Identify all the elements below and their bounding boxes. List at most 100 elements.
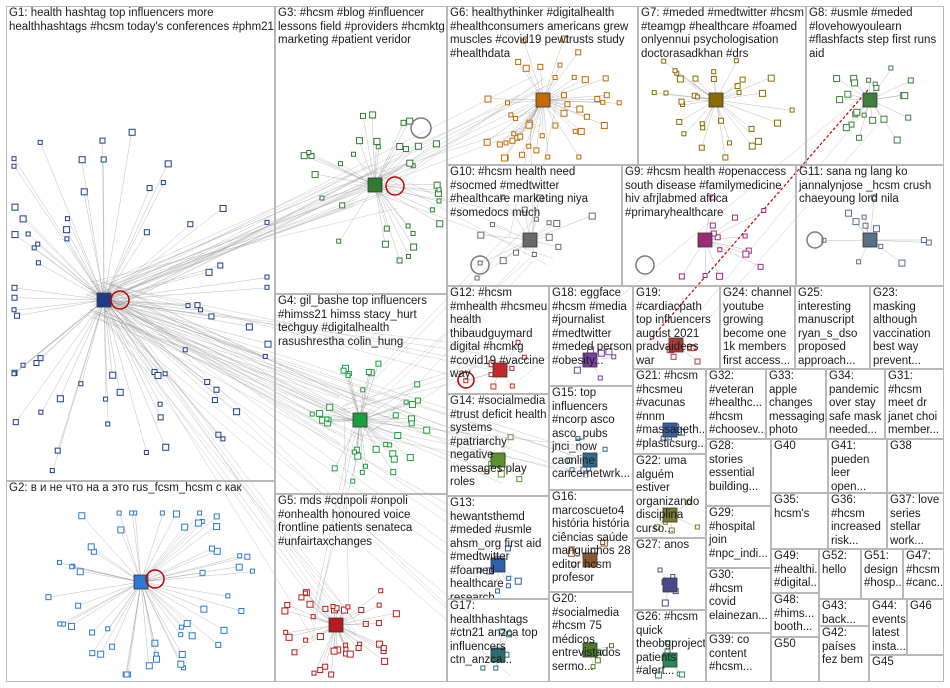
group-label-g44: G44: events latest insta...: [872, 600, 906, 653]
group-panel-g14[interactable]: G14: #socialmedia #trust deficit health …: [447, 394, 549, 496]
group-panel-g17[interactable]: G17: healthhashtags #ctn21 anzca top inf…: [447, 599, 549, 682]
group-panel-g18[interactable]: G18: eggface #hcsm #media #journalist #m…: [549, 286, 633, 386]
group-panel-g48[interactable]: G48: #hims... booth...: [771, 593, 819, 637]
group-label-g50: G50: [774, 638, 796, 650]
group-panel-g16[interactable]: G16: marcoscueto4 história história ciên…: [549, 490, 633, 592]
group-label-g16: G16: marcoscueto4 história história ciên…: [552, 491, 631, 584]
group-label-g36: G36: #hcsm increased risk...: [831, 494, 881, 547]
group-panel-g10[interactable]: G10: #hcsm health need #socmed #medtwitt…: [447, 165, 622, 286]
group-panel-g45[interactable]: G45: [869, 655, 944, 682]
group-label-g20: G20: #socialmedia #hcsm 75 médicos entre…: [552, 593, 621, 673]
group-label-g38: G38: [890, 440, 912, 452]
group-label-g4: G4: gil_bashe top influencers #himss21 h…: [278, 295, 427, 348]
group-label-g29: G29: #hospital join #npc_indi...: [709, 507, 768, 560]
group-label-g5: G5: mds #cdnpoli #onpoli #onhealth honou…: [278, 495, 413, 548]
group-panel-g2[interactable]: G2: в и не что на а это rus_fcsm_hcsm с …: [6, 481, 275, 682]
group-label-g23: G23: masking although vaccination best w…: [873, 287, 931, 367]
group-label-g12: G12: #hcsm #mhealth #hcsmeu health thiba…: [450, 287, 548, 380]
group-panel-g47[interactable]: G47: #hcsm #canc...: [903, 549, 944, 599]
group-label-g37: G37: love series stellar work...: [890, 494, 940, 547]
group-label-g48: G48: #hims... booth...: [774, 594, 815, 633]
group-label-g52: G52: hello: [822, 550, 847, 576]
group-label-g27: G27: anos: [636, 539, 690, 551]
group-label-g47: G47: #hcsm #canc...: [906, 550, 944, 589]
group-panel-g1[interactable]: G1: health hashtag top influencers more …: [6, 6, 275, 481]
group-label-g21: G21: #hcsm #hcsmeu #vacunas #nnm #massag…: [636, 370, 706, 450]
group-panel-g26[interactable]: G26: #hcsm quick theobgproject patients …: [633, 610, 706, 682]
group-label-g10: G10: #hcsm health need #socmed #medtwitt…: [450, 166, 589, 219]
group-panel-g35[interactable]: G35: hcsm's: [771, 493, 828, 549]
group-label-g11: G11: sana ng lang ko jannalynjose _hcsm …: [799, 166, 932, 205]
group-label-g18: G18: eggface #hcsm #media #journalist #m…: [552, 287, 632, 367]
group-panel-g29[interactable]: G29: #hospital join #npc_indi...: [706, 506, 771, 568]
group-panel-g39[interactable]: G39: co content #hcsm...: [706, 633, 771, 682]
group-label-g40: G40: [774, 440, 796, 452]
group-panel-g28[interactable]: G28: stories essential building...: [706, 439, 771, 506]
group-panel-g21[interactable]: G21: #hcsm #hcsmeu #vacunas #nnm #massag…: [633, 369, 706, 454]
group-label-g17: G17: healthhashtags #ctn21 anzca top inf…: [450, 600, 538, 666]
group-panel-g42[interactable]: G42: países fez bem: [819, 626, 869, 682]
group-label-g15: G15: top influencers #ncorp asco asco_pu…: [552, 387, 630, 480]
group-panel-g52[interactable]: G52: hello: [819, 549, 861, 599]
group-panel-g7[interactable]: G7: #meded #medtwitter #hcsm #teamgp #he…: [638, 6, 806, 165]
group-label-g45: G45: [872, 656, 894, 668]
group-panel-g40[interactable]: G40: [771, 439, 828, 493]
group-label-g24: G24: channel youtube growing become one …: [723, 287, 792, 367]
group-panel-g20[interactable]: G20: #socialmedia #hcsm 75 médicos entre…: [549, 592, 633, 682]
group-label-g28: G28: stories essential building...: [709, 440, 759, 493]
group-panel-g44[interactable]: G44: events latest insta...: [869, 599, 907, 655]
group-panel-g25[interactable]: G25: interesting manuscript ryan_s_dso p…: [795, 286, 870, 369]
group-panel-g3[interactable]: G3: #hcsm #blog #influencer lessons fiel…: [275, 6, 447, 294]
group-panel-g50[interactable]: G50: [771, 637, 819, 682]
group-panel-g22[interactable]: G22: uma alguém estiver organizando disc…: [633, 454, 706, 538]
group-panel-g19[interactable]: G19: #cardiacpath top influencers august…: [633, 286, 720, 369]
group-panel-g33[interactable]: G33: apple changes messaging photo servi…: [766, 369, 826, 439]
group-label-g6: G6: healthythinker #digitalhealth #healt…: [450, 7, 629, 60]
group-panel-g36[interactable]: G36: #hcsm increased risk...: [828, 493, 887, 549]
group-panel-g23[interactable]: G23: masking although vaccination best w…: [870, 286, 944, 369]
group-panel-g37[interactable]: G37: love series stellar work...: [887, 493, 944, 549]
group-panel-g8[interactable]: G8: #usmle #meded #lovehowyoulearn #flas…: [806, 6, 944, 165]
group-label-g22: G22: uma alguém estiver organizando disc…: [636, 455, 700, 535]
group-panel-g6[interactable]: G6: healthythinker #digitalhealth #healt…: [447, 6, 638, 165]
group-label-g13: G13: hewantsthemd #meded #usmle ahsm_org…: [450, 497, 542, 599]
group-panel-g32[interactable]: G32: #veteran #healthc... #hcsm #choosev…: [706, 369, 766, 439]
group-label-g51: G51: design #hosp...: [864, 550, 903, 589]
group-panel-g49[interactable]: G49: #healthi... #digital...: [771, 549, 819, 593]
group-panel-g4[interactable]: G4: gil_bashe top influencers #himss21 h…: [275, 294, 447, 494]
group-label-g35: G35: hcsm's: [774, 494, 810, 520]
group-label-g8: G8: #usmle #meded #lovehowyoulearn #flas…: [809, 7, 937, 60]
group-label-g42: G42: países fez bem: [822, 627, 863, 666]
group-panel-g30[interactable]: G30: #hcsm covid elainezan...: [706, 568, 771, 633]
group-label-g43: G43: back...: [822, 600, 856, 626]
group-panel-g5[interactable]: G5: mds #cdnpoli #onpoli #onhealth honou…: [275, 494, 447, 682]
group-panel-g24[interactable]: G24: channel youtube growing become one …: [720, 286, 795, 369]
group-label-g3: G3: #hcsm #blog #influencer lessons fiel…: [278, 7, 445, 46]
group-panel-g27[interactable]: G27: anos: [633, 538, 706, 610]
group-label-g25: G25: interesting manuscript ryan_s_dso p…: [798, 287, 858, 367]
group-panel-g13[interactable]: G13: hewantsthemd #meded #usmle ahsm_org…: [447, 496, 549, 599]
group-panel-g46[interactable]: G46: [907, 599, 944, 655]
group-label-g7: G7: #meded #medtwitter #hcsm #teamgp #he…: [641, 7, 804, 60]
group-label-g14: G14: #socialmedia #trust deficit health …: [450, 395, 547, 488]
group-label-g26: G26: #hcsm quick theobgproject patients …: [636, 611, 706, 677]
group-label-g39: G39: co content #hcsm...: [709, 634, 753, 673]
group-panel-g34[interactable]: G34: pandemic over stay safe mask needed…: [826, 369, 885, 439]
group-panel-g41[interactable]: G41: pueden leer open...: [828, 439, 887, 493]
group-label-g2: G2: в и не что на а это rus_fcsm_hcsm с …: [9, 482, 242, 494]
group-panel-g43[interactable]: G43: back...: [819, 599, 869, 626]
group-panel-g12[interactable]: G12: #hcsm #mhealth #hcsmeu health thiba…: [447, 286, 549, 394]
group-label-g32: G32: #veteran #healthc... #hcsm #choosev…: [709, 370, 766, 436]
group-panel-g15[interactable]: G15: top influencers #ncorp asco asco_pu…: [549, 386, 633, 490]
group-panel-g11[interactable]: G11: sana ng lang ko jannalynjose _hcsm …: [796, 165, 944, 286]
group-label-g49: G49: #healthi... #digital...: [774, 550, 819, 589]
group-panel-g9[interactable]: G9: #hcsm health #openaccess south disea…: [622, 165, 796, 286]
group-label-g30: G30: #hcsm covid elainezan...: [709, 569, 768, 622]
group-panel-g31[interactable]: G31: #hcsm meet dr janet choi member...: [885, 369, 944, 439]
group-panel-g38[interactable]: G38: [887, 439, 944, 493]
group-panel-g51[interactable]: G51: design #hosp...: [861, 549, 903, 599]
group-label-g33: G33: apple changes messaging photo servi…: [769, 370, 825, 438]
group-label-g1: G1: health hashtag top influencers more …: [9, 7, 274, 33]
group-label-g31: G31: #hcsm meet dr janet choi member...: [888, 370, 940, 436]
